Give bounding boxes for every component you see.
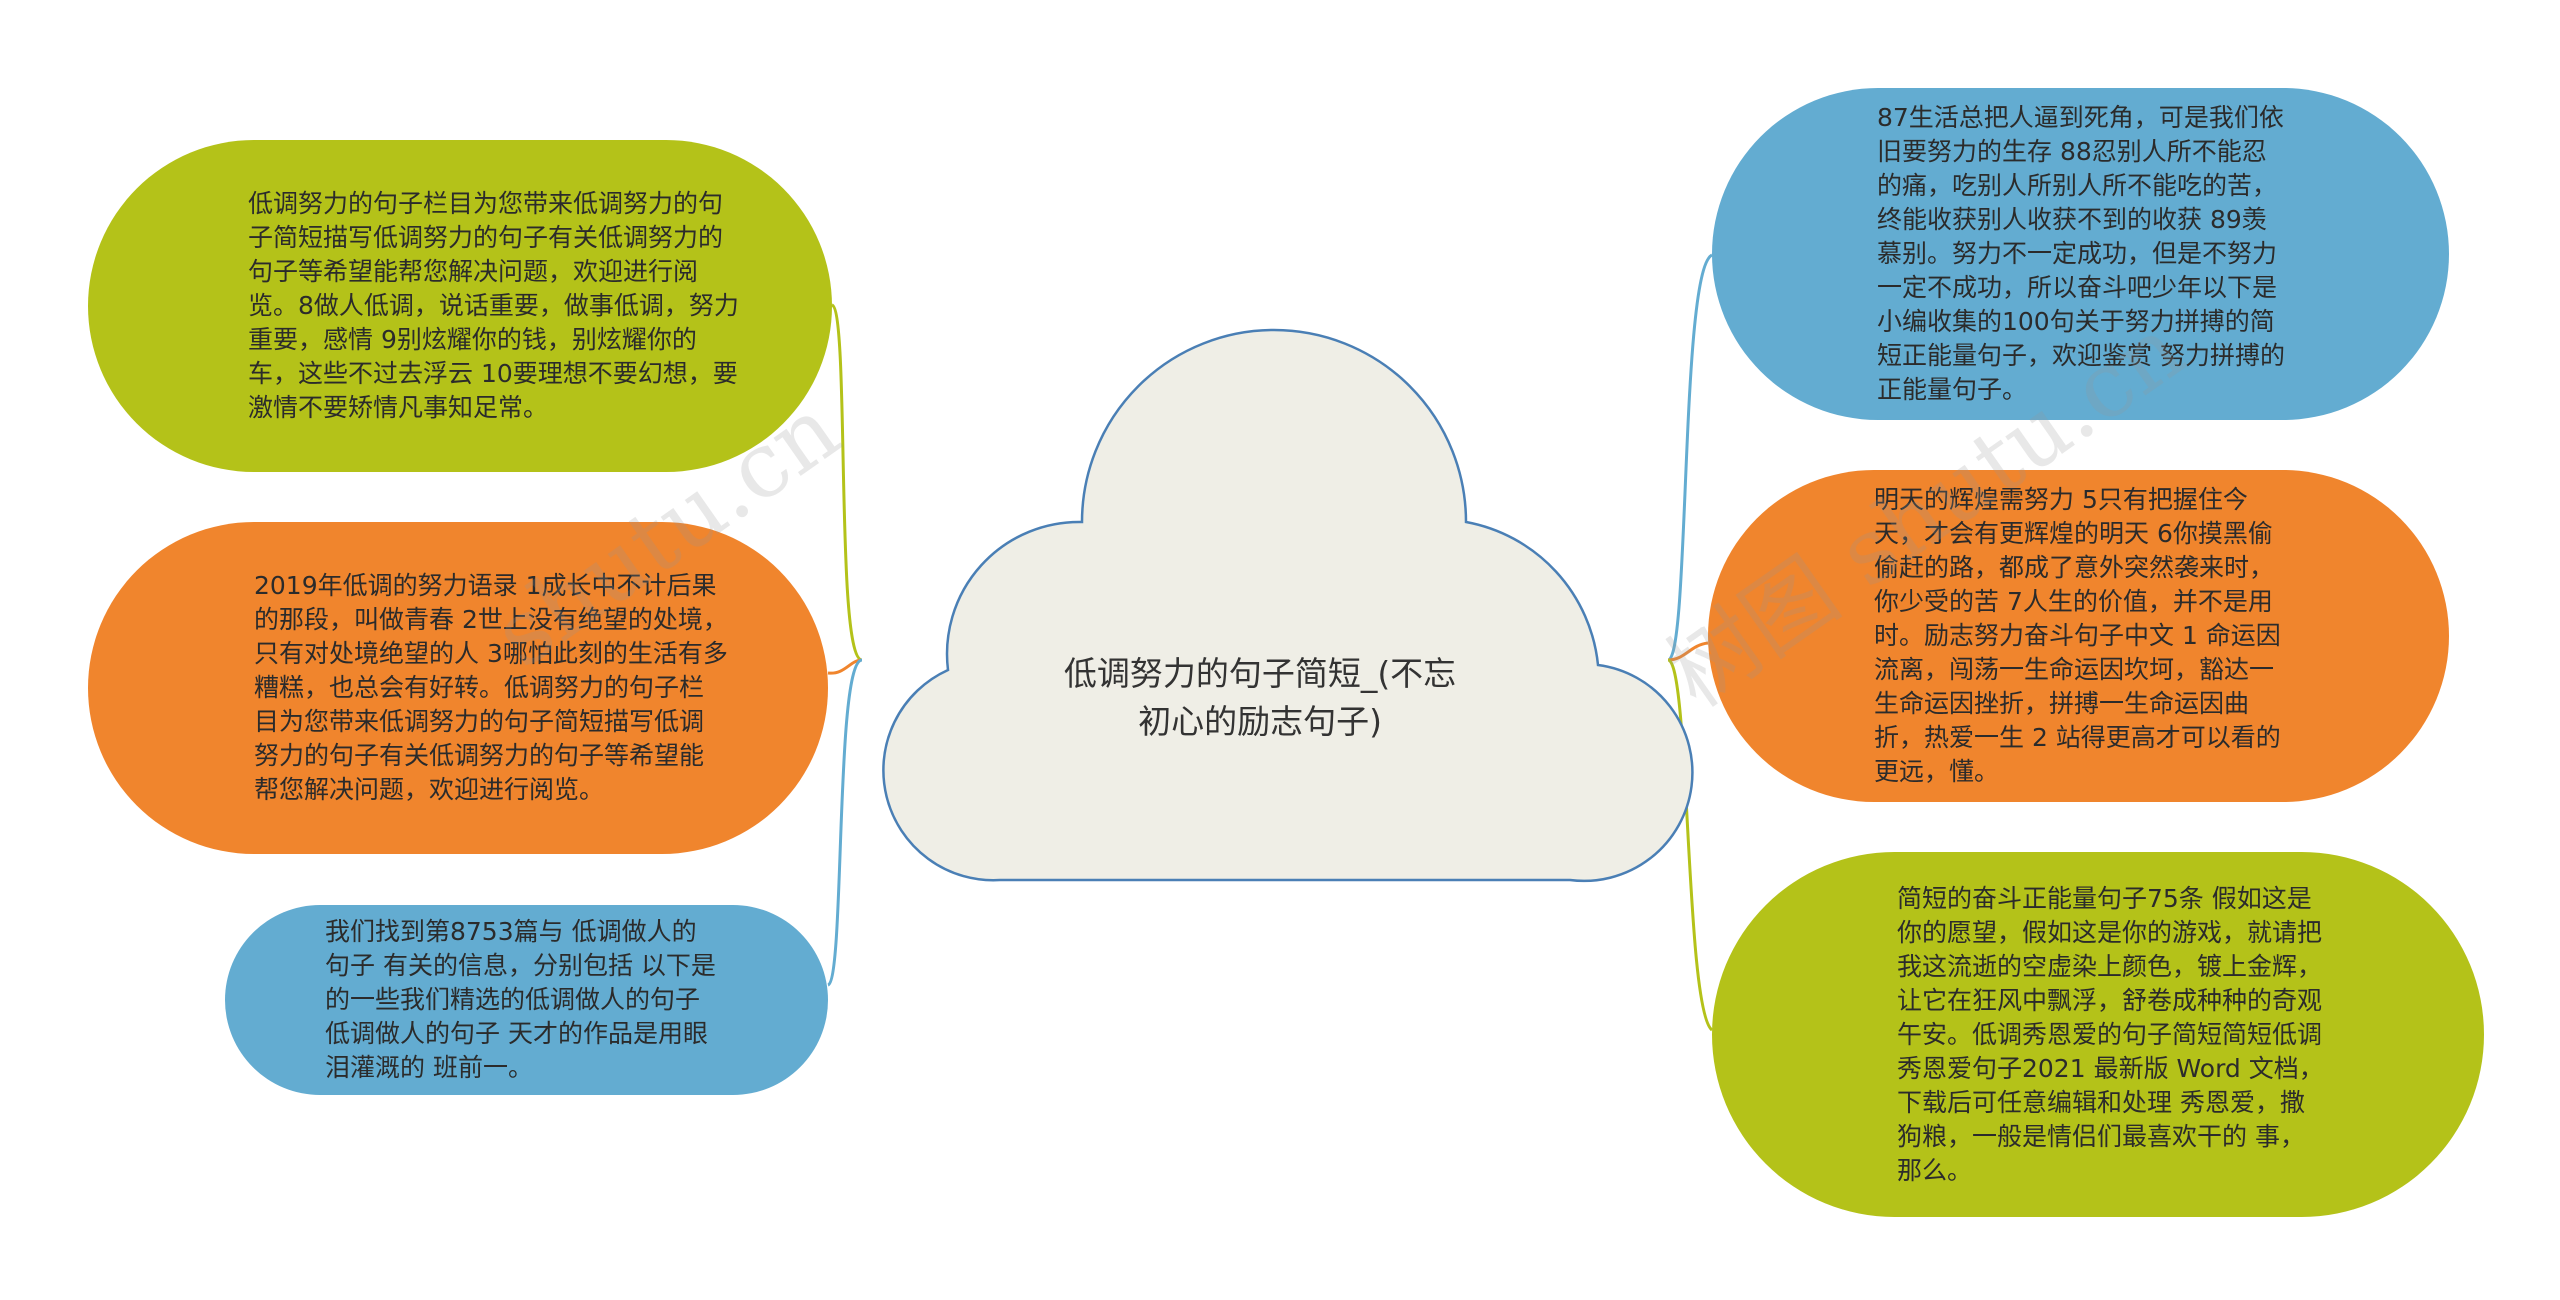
central-topic-title[interactable]: 低调努力的句子简短_(不忘初心的励志句子) — [1063, 654, 1457, 741]
connector-line-right-orange — [1667, 641, 1709, 662]
topic-node-text: 我们找到第8753篇与 低调做人的句子 有关的信息，分别包括 以下是的一些我们精… — [325, 917, 716, 1082]
topic-node-right-1[interactable]: 87生活总把人逼到死角，可是我们依旧要努力的生存 88忍别人所不能忍的痛，吃别人… — [1712, 88, 2449, 420]
connector-line-right-green — [1666, 658, 1714, 1032]
connector-line-right-blue — [1666, 253, 1713, 662]
topic-node-left-1[interactable]: 低调努力的句子栏目为您带来低调努力的句子简短描写低调努力的句子有关低调努力的句子… — [88, 140, 832, 472]
topic-node-left-2[interactable]: 2019年低调的努力语录 1成长中不计后果的那段，叫做青春 2世上没有绝望的处境… — [88, 522, 828, 854]
connector-line-left-blue — [826, 658, 863, 987]
connector-line-left-green — [830, 303, 863, 662]
topic-node-text: 明天的辉煌需努力 5只有把握住今天，才会有更辉煌的明天 6你摸黑偷偷赶的路，都成… — [1874, 485, 2281, 786]
topic-node-text: 87生活总把人逼到死角，可是我们依旧要努力的生存 88忍别人所不能忍的痛，吃别人… — [1877, 103, 2285, 404]
topic-node-right-2[interactable]: 明天的辉煌需努力 5只有把握住今天，才会有更辉煌的明天 6你摸黑偷偷赶的路，都成… — [1708, 470, 2449, 802]
topic-node-text: 2019年低调的努力语录 1成长中不计后果的那段，叫做青春 2世上没有绝望的处境… — [254, 571, 728, 804]
topic-node-text: 简短的奋斗正能量句子75条 假如这是你的愿望，假如这是你的游戏，就请把我这流逝的… — [1897, 883, 2324, 1185]
topic-node-right-3[interactable]: 简短的奋斗正能量句子75条 假如这是你的愿望，假如这是你的游戏，就请把我这流逝的… — [1712, 852, 2484, 1217]
topic-node-text: 低调努力的句子栏目为您带来低调努力的句子简短描写低调努力的句子有关低调努力的句子… — [248, 189, 739, 422]
topic-node-left-3[interactable]: 我们找到第8753篇与 低调做人的句子 有关的信息，分别包括 以下是的一些我们精… — [225, 905, 828, 1095]
central-topic-cloud[interactable] — [882, 328, 1694, 883]
